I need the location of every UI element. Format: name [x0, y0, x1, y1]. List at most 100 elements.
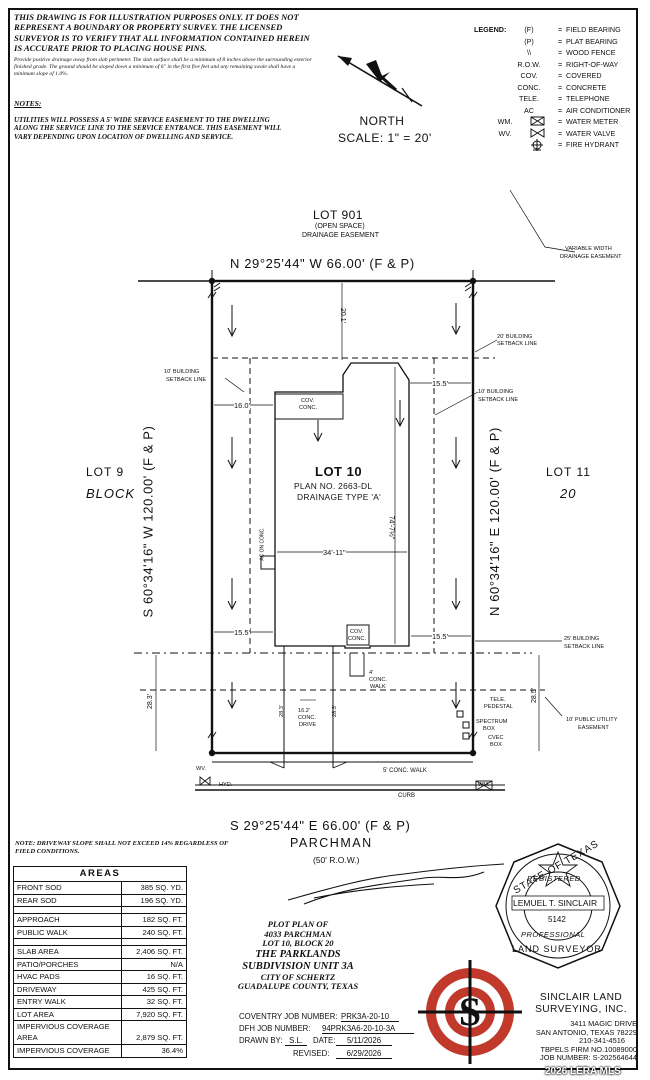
tele-pedestal-label-2: PEDESTAL — [484, 704, 513, 710]
drainage-easement-label: DRAINAGE EASEMENT — [302, 232, 380, 239]
front-west-dimension: 28.3' — [146, 694, 154, 709]
lot-10-label: LOT 10 — [315, 464, 363, 479]
driveway-label: 16.2' — [298, 708, 310, 714]
revised-value: 6/29/2026 — [336, 1049, 392, 1059]
curb-label: CURB — [398, 793, 416, 799]
utilities-note: UTILITIES WILL POSSESS A 5' WIDE SERVICE… — [14, 116, 282, 141]
plot-plan-unit: SUBDIVISION UNIT 3A — [242, 960, 354, 972]
company-firm-number: TBPELS FIRM NO.10089000 — [540, 1044, 637, 1054]
disclaimer-note: THIS DRAWING IS FOR ILLUSTRATION PURPOSE… — [14, 12, 310, 54]
lot-11-label: LOT 11 — [546, 465, 591, 479]
company-city: SAN ANTONIO, TEXAS 78229 — [535, 1027, 637, 1037]
lot-901-label: LOT 901 — [313, 208, 363, 222]
seal-registered: REGISTERED — [527, 874, 581, 883]
rear-setback-dimension: 20.1' — [338, 308, 346, 323]
north-lot-line-bearing: N 29°25'44" W 66.00' (F & P) — [230, 256, 415, 271]
hydrant-label: HYD. — [219, 782, 233, 788]
east-side-dimension-bottom: 15.5' — [432, 632, 449, 641]
lot-9-label: LOT 9 — [86, 465, 125, 479]
south-lot-line-bearing: S 29°25'44" E 66.00' (F & P) — [230, 818, 411, 833]
company-name-line: SINCLAIR LAND — [539, 992, 623, 1003]
utility-easement-label-2: EASEMENT — [578, 725, 609, 731]
company-name-line-2: SURVEYING, INC. — [535, 1003, 627, 1015]
rear-cov-conc-label-2: CONC. — [299, 405, 318, 411]
front-cov-conc-label-2: CONC. — [348, 636, 367, 642]
variable-easement-label: VARIABLE WIDTH — [565, 246, 612, 252]
company-phone: 210-341-4516 — [578, 1036, 625, 1045]
east-lot-line-bearing: N 60°34'16" E 120.00' (F & P) — [487, 427, 502, 616]
west-setback-label: 10' BUILDING — [164, 369, 200, 375]
plot-plan-city: CITY OF SCHERTZ — [260, 971, 336, 982]
mls-watermark: 2026 LERA MLS — [545, 1066, 621, 1077]
seal-professional: PROFESSIONAL — [521, 930, 586, 939]
surveyor-seal — [495, 843, 621, 969]
plot-plan-county: GUADALUPE COUNTY, TEXAS — [237, 981, 359, 992]
east-setback-label: 10' BUILDING — [478, 389, 514, 395]
scale-label: SCALE: 1" = 20' — [338, 131, 432, 145]
west-side-dimension-bottom: 15.5' — [234, 628, 251, 637]
drawn-by-value: S.L. — [285, 1036, 307, 1046]
east-side-dimension-top: 15.5' — [432, 379, 449, 388]
cvec-box-label: CVEC — [488, 735, 504, 741]
entry-walk-label-2: CONC. — [369, 677, 388, 683]
front-east-dimension: 28.5' — [530, 688, 538, 703]
company-logo-icon — [418, 960, 522, 1064]
areas-title: AREAS — [14, 867, 186, 882]
coventry-job-label: COVENTRY JOB NUMBER: — [239, 1012, 338, 1021]
company-logo-letter: S — [458, 989, 482, 1034]
west-lot-line-bearing: S 60°34'16" W 120.00' (F & P) — [140, 425, 156, 618]
rear-cov-conc-label: COV. — [301, 398, 315, 404]
house-depth-dimension: 74'-7½" — [387, 515, 395, 540]
north-arrow-icon — [337, 55, 423, 107]
house-footprint — [274, 362, 410, 649]
west-setback-label-2: SETBACK LINE — [166, 377, 207, 383]
plot-plan-line: PLOT PLAN OF — [267, 919, 329, 929]
notes-label: NOTES: — [14, 99, 42, 108]
dfh-job-number: 94PRK3A6-20-10-3A — [322, 1024, 414, 1034]
drive-right-dimension: 28.3' — [331, 705, 338, 717]
revised-label: REVISED: — [293, 1049, 330, 1058]
seal-number: 5142 — [548, 915, 566, 924]
street-name: PARCHMAN — [290, 836, 373, 850]
west-side-dimension-top: 16.0' — [234, 401, 251, 410]
coventry-job-number: PRK3A-20-10 — [341, 1012, 399, 1022]
cvec-box-label-2: BOX — [490, 742, 502, 748]
water-valve-icon — [530, 127, 545, 138]
drainage-note: Provide positive drainage away from slab… — [14, 57, 312, 77]
plan-number: PLAN NO. 2663-DL — [294, 481, 373, 491]
plot-plan-address: 4033 PARCHMAN — [264, 928, 332, 939]
driveway-label-3: DRIVE — [299, 722, 317, 728]
front-setback-label-2: SETBACK LINE — [564, 644, 605, 650]
legend-title: LEGEND: — [474, 25, 507, 34]
water-meter-icon — [530, 116, 545, 126]
variable-easement-label-2: DRAINAGE EASEMENT — [560, 254, 622, 260]
driveway-slope-note: NOTE: DRIVEWAY SLOPE SHALL NOT EXCEED 14… — [15, 840, 229, 855]
lot-boundary — [210, 279, 475, 755]
spectrum-box-label: SPECTRUM — [476, 719, 508, 725]
entry-walk-label: 4' — [369, 670, 374, 676]
north-label: NORTH — [359, 114, 405, 128]
conc-walk-label: 5' CONC. WALK — [383, 768, 427, 774]
table-row — [14, 907, 186, 914]
plot-plan-title: PLOT PLAN OF 4033 PARCHMAN LOT 10, BLOCK… — [205, 919, 391, 992]
company-job-number: JOB NUMBER: S-202564644 — [540, 1053, 637, 1062]
seal-name: LEMUEL T. SINCLAIR — [513, 898, 598, 908]
dfh-job-label: DFH JOB NUMBER: — [239, 1024, 311, 1033]
house-width-dimension: 34'-11" — [323, 548, 346, 557]
seal-land-surveyor: LAND SURVEYOR — [512, 944, 602, 954]
company-address: 3411 MAGIC DRIVE — [570, 1019, 637, 1028]
surveyor-signature — [287, 863, 505, 905]
rear-setback-label: 20' BUILDING — [497, 334, 533, 340]
